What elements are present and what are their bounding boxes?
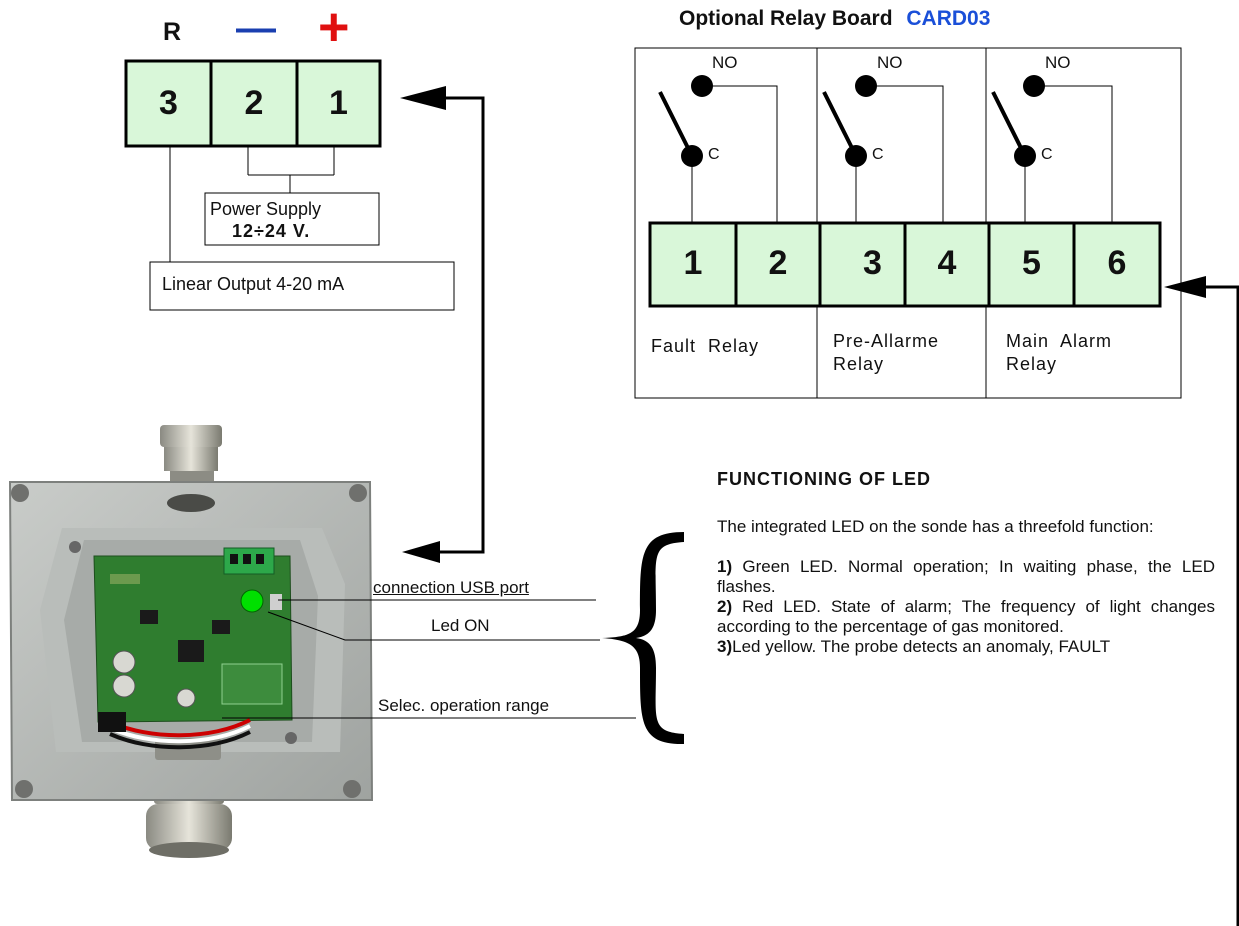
relay-board-title: Optional Relay Board CARD03 [679, 7, 990, 31]
power-wires [169, 146, 335, 262]
selector-callout: Selec. operation range [378, 696, 550, 715]
signal-arrow-right [1164, 276, 1239, 926]
relay-terminal-1: 1 [683, 244, 703, 282]
led-item-1: 1) Green LED. Normal operation; In waiti… [717, 557, 1215, 597]
led-item-3-text: Led yellow. The probe detects an anomaly… [732, 637, 1111, 656]
callout-lines [222, 599, 636, 719]
relay-board-card: CARD03 [906, 7, 991, 30]
relay-terminal-4: 4 [937, 244, 957, 282]
led-on-callout: Led ON [431, 616, 490, 635]
terminal-plus-label: + [318, 0, 350, 57]
led-item-1-num: 1) [717, 557, 733, 576]
main-alarm-relay-switch [991, 75, 1113, 223]
terminal-minus-label: — [236, 6, 276, 50]
led-item-1-text: Green LED. Normal operation; In waiting … [717, 557, 1215, 596]
pre-alarm-relay-line1: Pre-Allarme [833, 331, 940, 351]
relay-terminal-5: 5 [1022, 244, 1041, 282]
led-section-body: The integrated LED on the sonde has a th… [717, 517, 1215, 657]
power-supply-label: Power Supply [210, 199, 322, 219]
pre-alarm-relay-label: Pre-Allarme Relay [833, 330, 939, 376]
c-label-3: C [1041, 146, 1053, 163]
power-terminal-3: 3 [159, 84, 178, 122]
led-item-2: 2) Red LED. State of alarm; The frequenc… [717, 597, 1215, 637]
c-label-2: C [872, 146, 884, 163]
led-intro: The integrated LED on the sonde has a th… [717, 517, 1154, 536]
fault-relay-line1: Fault Relay [651, 336, 760, 356]
fault-relay-switch [658, 75, 778, 223]
main-alarm-relay-label: Main Alarm Relay [1006, 330, 1112, 376]
power-terminal-2: 2 [244, 84, 264, 122]
led-item-2-text: Red LED. State of alarm; The frequency o… [717, 597, 1215, 636]
power-supply-box [204, 192, 380, 246]
pre-alarm-relay-line2: Relay [833, 354, 885, 374]
sensor-device-photo [8, 425, 374, 858]
power-terminal-1: 1 [329, 84, 348, 122]
pre-alarm-relay-switch [822, 75, 944, 223]
relay-terminal-block [648, 221, 1162, 308]
main-alarm-relay-line2: Relay [1006, 354, 1058, 374]
terminal-r-label: R [163, 18, 182, 46]
relay-board-title-text: Optional Relay Board [679, 7, 893, 30]
led-item-3: 3)Led yellow. The probe detects an anoma… [717, 637, 1215, 657]
relay-terminal-2: 2 [768, 244, 788, 282]
no-label-3: NO [1045, 53, 1071, 72]
no-label-2: NO [877, 53, 903, 72]
c-label-1: C [708, 146, 720, 163]
relay-terminal-6: 6 [1107, 244, 1127, 282]
led-item-2-num: 2) [717, 597, 733, 616]
main-alarm-relay-line1: Main Alarm [1006, 331, 1113, 351]
power-terminal-block [124, 59, 382, 148]
led-spacer [717, 537, 1215, 557]
brace-icon [602, 532, 684, 745]
fault-relay-label: Fault Relay [651, 335, 759, 358]
signal-arrow-left [400, 86, 485, 563]
led-section-title: FUNCTIONING OF LED [717, 469, 931, 489]
no-label-1: NO [712, 53, 738, 72]
linear-output-label: Linear Output 4-20 mA [162, 274, 345, 294]
power-supply-voltage: 12÷24 V. [232, 221, 311, 241]
linear-output-box [149, 261, 455, 311]
led-item-3-num: 3) [717, 637, 733, 656]
relay-terminal-3: 3 [863, 244, 882, 282]
usb-port-callout: connection USB port [373, 578, 529, 597]
